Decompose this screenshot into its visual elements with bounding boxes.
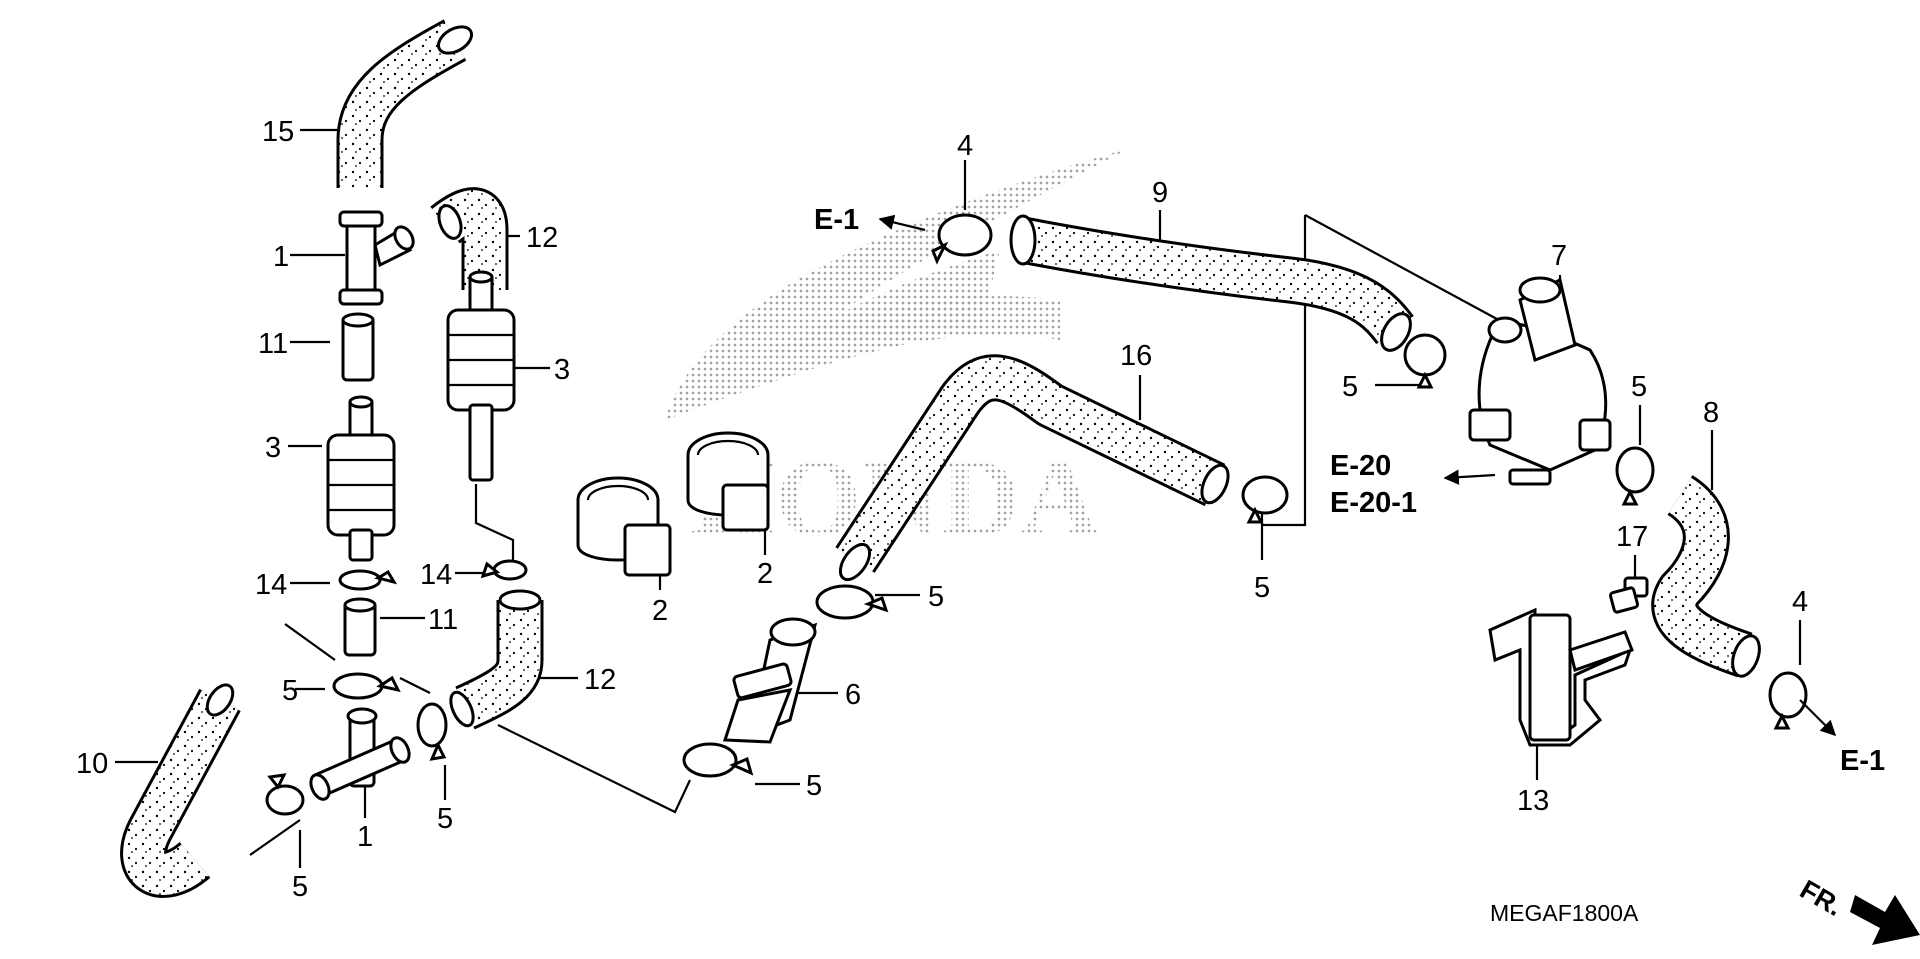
t-joint-upper	[338, 210, 415, 306]
callout-5-b: 5	[292, 871, 308, 903]
hose-16	[835, 354, 1230, 582]
callout-3-left: 3	[265, 432, 281, 464]
callout-5-d: 5	[928, 581, 944, 613]
ref-e20: E-20	[1330, 450, 1391, 482]
callout-5-c: 5	[437, 803, 453, 835]
air-suction-valve	[1468, 276, 1612, 486]
stay-13	[1488, 607, 1634, 747]
callout-9: 9	[1152, 177, 1168, 209]
callout-12-lower: 12	[584, 664, 616, 696]
callout-3-right: 3	[554, 354, 570, 386]
callout-17: 17	[1616, 521, 1648, 553]
callout-5-h: 5	[1631, 371, 1647, 403]
callout-16: 16	[1120, 340, 1152, 372]
callout-15: 15	[262, 116, 294, 148]
callouts: 15 12 1 11 3 3 14 14 11 5 12 10 1 5 5 2 …	[76, 116, 1808, 903]
callout-5-a: 5	[282, 675, 298, 707]
short-hose-11-upper	[341, 312, 375, 382]
callout-11-lower: 11	[428, 604, 458, 636]
front-marker-text: FR.	[1795, 874, 1848, 922]
callout-10: 10	[76, 748, 108, 780]
callout-11-upper: 11	[258, 328, 288, 360]
callout-2-left: 2	[652, 595, 668, 627]
hose-10	[120, 683, 241, 898]
callout-13: 13	[1517, 785, 1549, 817]
fuel-filter-left	[326, 395, 396, 562]
t-joint-lower	[309, 707, 411, 801]
callout-1-lower: 1	[357, 821, 373, 853]
ref-e1-left: E-1	[814, 204, 859, 236]
hose-clamp-left	[576, 476, 672, 577]
callout-4-upper: 4	[957, 130, 973, 162]
fuel-filter-right	[446, 270, 516, 482]
hose-15	[336, 19, 474, 188]
callout-2-right: 2	[757, 558, 773, 590]
hose-12-upper	[430, 187, 509, 290]
callout-8: 8	[1703, 397, 1719, 429]
hose-8	[1651, 475, 1761, 678]
callout-5-f: 5	[1254, 572, 1270, 604]
clamps	[265, 213, 1808, 816]
joint-6	[722, 617, 818, 744]
bolt-17	[1608, 576, 1649, 614]
diagram-code: MEGAF1800A	[1490, 900, 1639, 926]
callout-1-upper: 1	[273, 241, 289, 273]
callout-5-e: 5	[806, 770, 822, 802]
callout-4-lower: 4	[1792, 586, 1808, 618]
short-hose-11-lower	[343, 597, 377, 657]
ref-e20-1: E-20-1	[1330, 487, 1417, 519]
ref-e1-right: E-1	[1840, 745, 1885, 777]
front-arrow-icon: FR.	[1795, 874, 1920, 945]
callout-6: 6	[845, 679, 861, 711]
hose-clamp-right	[686, 431, 770, 532]
hose-9	[1009, 214, 1414, 352]
hose-12-lower	[449, 589, 544, 730]
callout-14-left: 14	[255, 569, 287, 601]
callout-14-right: 14	[420, 559, 452, 591]
section-refs: E-1 E-20 E-20-1 E-1	[814, 204, 1885, 777]
callout-5-g: 5	[1342, 371, 1358, 403]
callout-7: 7	[1551, 240, 1567, 272]
callout-12-upper: 12	[526, 222, 558, 254]
